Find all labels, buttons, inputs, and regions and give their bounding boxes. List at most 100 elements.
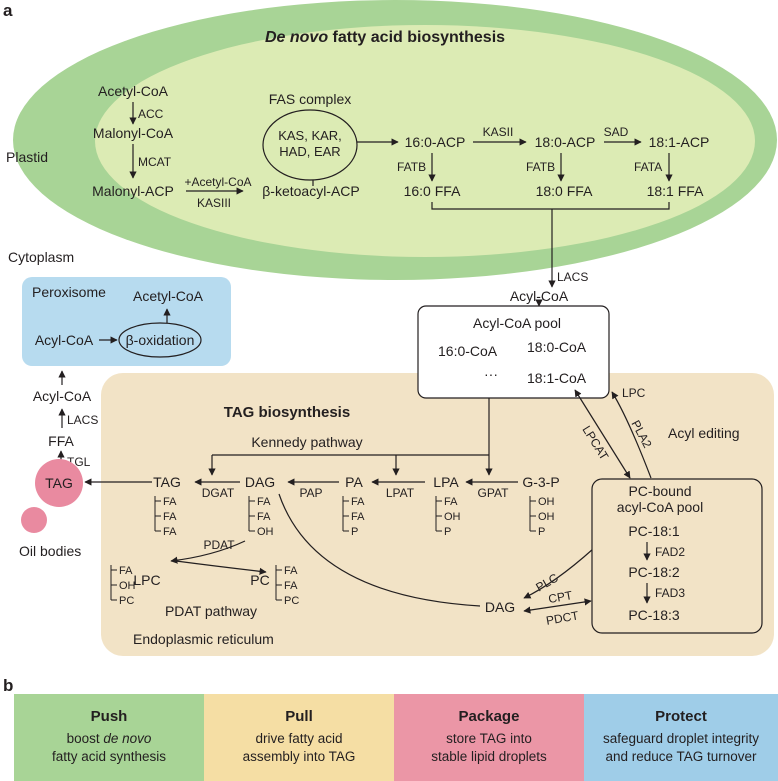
beta-ketoacyl-acp: β-ketoacyl-ACP [262,183,360,199]
package-line1: store TAG into [446,731,532,746]
pa-backbone: FA FA P [342,496,365,538]
acyl-editing-label: Acyl editing [668,425,740,441]
acp-18-1: 18:1-ACP [649,134,710,150]
protect-panel: Protect safeguard droplet integrity and … [584,694,778,781]
svg-text:P: P [538,526,545,538]
protect-line2: and reduce TAG turnover [605,749,757,764]
acyl-coa-pool-title: Acyl-CoA pool [473,315,561,331]
svg-text:OH: OH [257,526,274,538]
pool-18-1: 18:1-CoA [527,370,587,386]
package-panel: Package store TAG into stable lipid drop… [394,694,584,781]
gpat-label: GPAT [478,486,510,500]
left-acyl-coa: Acyl-CoA [33,388,92,404]
fatb-18-label: FATB [526,160,555,174]
fas-complex-label: FAS complex [269,91,351,107]
pdat-label: PDAT [203,538,235,552]
pdat-pathway-label: PDAT pathway [165,603,257,619]
push-line1: boost de novo [66,731,152,746]
svg-text:FA: FA [119,565,133,577]
pc-bound-pool-box [591,478,763,634]
panel-a-diagram: a De novo fatty acid biosynthesis Plasti… [3,0,777,656]
peroxisome-label: Peroxisome [32,284,106,300]
pc-pool-line2: acyl-CoA pool [617,499,703,515]
peroxisome-acetyl-coa: Acetyl-CoA [133,288,204,304]
arrow-cpt-pdct [523,598,592,614]
package-title: Package [458,708,520,725]
svg-text:OH: OH [119,580,136,592]
svg-text:FA: FA [163,511,177,523]
svg-text:FA: FA [163,526,177,538]
acetyl-coa: Acetyl-CoA [98,83,169,99]
pdct-label: PDCT [545,608,580,628]
svg-text:FA: FA [351,496,365,508]
ffa-16-0: 16:0 FFA [404,183,461,199]
svg-text:FA: FA [444,496,458,508]
oil-bodies-label: Oil bodies [19,543,81,559]
arrow-pdat-to-tag [170,540,246,564]
fas-line1: KAS, KAR, [278,128,342,143]
pdat-lpc: LPC [133,572,160,588]
g3p-backbone: OH OH P [529,496,555,538]
cpt-label: CPT [547,588,574,606]
pap-label: PAP [299,486,322,500]
lpc-top-label: LPC [622,386,646,400]
pc-18-2: PC-18:2 [628,564,680,580]
fas-line2: HAD, EAR [279,144,340,159]
pull-panel: Pull drive fatty acid assembly into TAG [204,694,394,781]
plastid-title: De novo fatty acid biosynthesis [265,29,505,46]
oil-tag: TAG [45,475,73,491]
lpat-label: LPAT [386,486,415,500]
protect-title: Protect [655,708,707,725]
acc-label: ACC [138,107,164,121]
cytoplasm-label: Cytoplasm [8,249,74,265]
er-pa: PA [345,474,363,490]
tag-backbone: FA FA FA [154,496,177,538]
dgat-label: DGAT [202,486,235,500]
ffa-18-0: 18:0 FFA [536,183,593,199]
left-ffa: FFA [48,433,74,449]
malonyl-acp: Malonyl-ACP [92,183,174,199]
sad-label: SAD [604,125,629,139]
push-title: Push [90,708,128,725]
oil-body-large [35,459,83,507]
er-tag: TAG [153,474,181,490]
fatb-16-label: FATB [397,160,426,174]
svg-text:PC: PC [119,595,134,607]
pull-line1: drive fatty acid [255,731,343,746]
svg-text:OH: OH [538,511,555,523]
svg-text:FA: FA [284,565,298,577]
peroxisome [22,277,231,366]
package-line2: stable lipid droplets [431,749,547,764]
svg-text:OH: OH [444,511,461,523]
lpc-backbone: FA OH PC [110,565,136,607]
fad3-label: FAD3 [655,586,685,600]
svg-text:FA: FA [351,511,365,523]
ffa-18-1: 18:1 FFA [647,183,704,199]
kasii-label: KASII [483,125,514,139]
arrow-pdat-to-pc [175,560,267,575]
arrow-plc [523,548,594,599]
pull-title: Pull [285,708,313,725]
plus-acetyl-coa: +Acetyl-CoA [184,175,251,189]
pull-line2: assembly into TAG [242,749,356,764]
dag-backbone: FA FA OH [248,496,274,538]
panel-b-label: b [3,676,14,695]
kasiii-label: KASIII [197,196,231,210]
kennedy-pathway: Kennedy pathway [251,434,362,450]
er-lpa: LPA [433,474,459,490]
push-panel: Push boost de novo fatty acid synthesis [14,694,204,781]
pdat-pc: PC [250,572,269,588]
panel-a-label: a [3,1,13,20]
fas-complex-circle [262,109,358,181]
ffa-bracket [431,202,670,210]
fad2-label: FAD2 [655,545,685,559]
pool-16-0: 16:0-CoA [438,343,498,359]
oil-body-small [21,507,47,533]
arrow-lpcat [574,389,631,479]
dag-to-lower-dag-curve [278,493,481,607]
svg-text:OH: OH [538,496,555,508]
pc-pool-line1: PC-bound [628,483,691,499]
plastid-inner [95,25,755,257]
pc-18-1: PC-18:1 [628,523,680,539]
peroxisome-acyl-coa: Acyl-CoA [35,332,94,348]
